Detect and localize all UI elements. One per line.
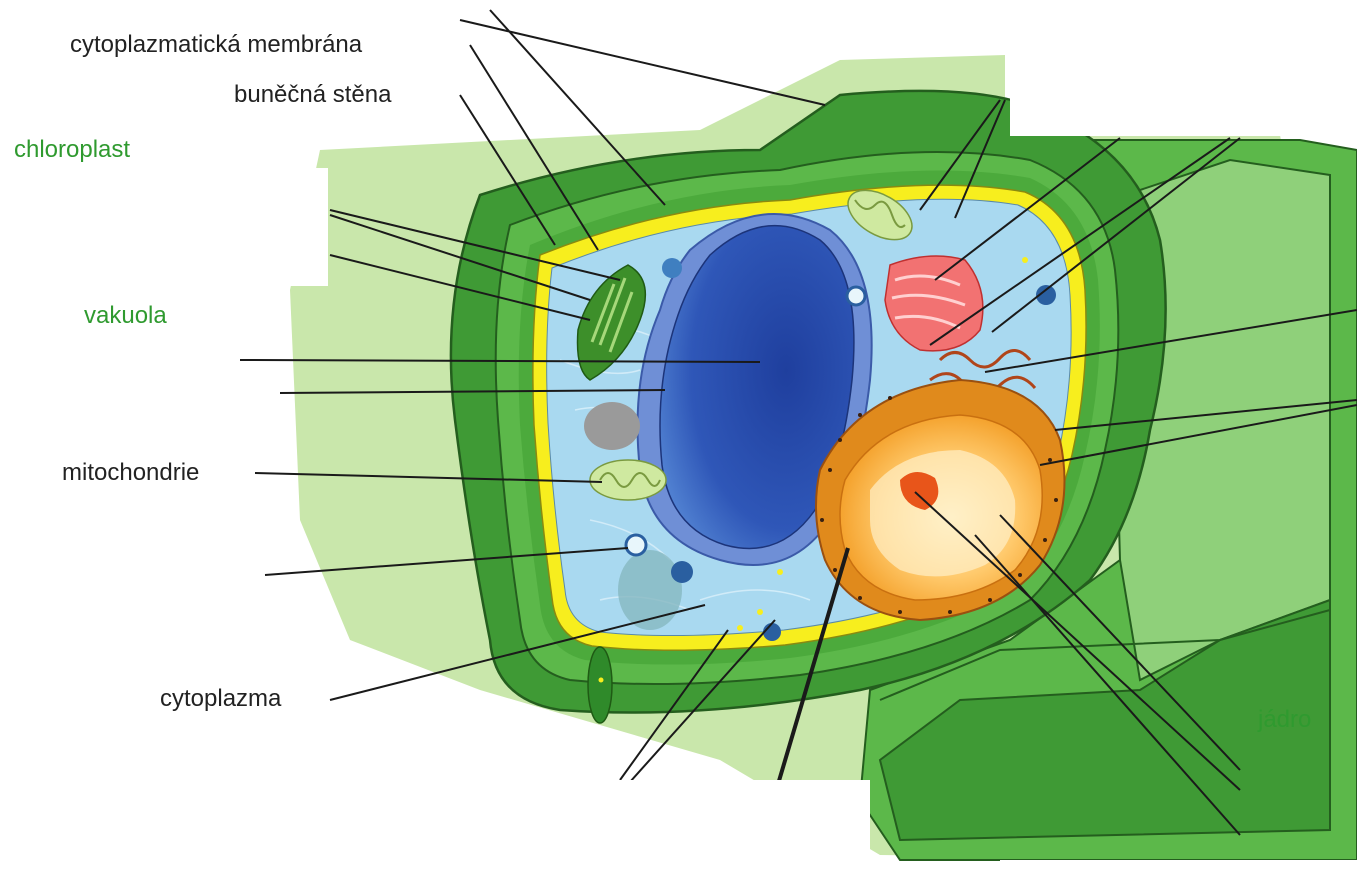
label-chloroplast: chloroplast bbox=[14, 138, 130, 162]
label-cytoplasmic-membrane: cytoplazmatická membrána bbox=[70, 33, 362, 57]
label-nucleus: jádro bbox=[1258, 708, 1311, 732]
label-mask-left-mid bbox=[0, 330, 240, 430]
label-cytoplasm: cytoplazma bbox=[160, 687, 281, 711]
label-mask-bottom-right bbox=[1000, 860, 1357, 874]
label-mask-top-right bbox=[1010, 0, 1357, 136]
label-mask-left-top bbox=[0, 168, 328, 286]
label-cell-wall: buněčná stěna bbox=[234, 83, 391, 107]
label-vacuole: vakuola bbox=[84, 304, 167, 328]
grey-organelle bbox=[584, 402, 640, 450]
label-mitochondria: mitochondrie bbox=[62, 461, 199, 485]
mitochondrion-left bbox=[590, 460, 666, 500]
label-mask-bottom-mid bbox=[440, 780, 870, 874]
chloroplast-wall bbox=[588, 647, 612, 723]
